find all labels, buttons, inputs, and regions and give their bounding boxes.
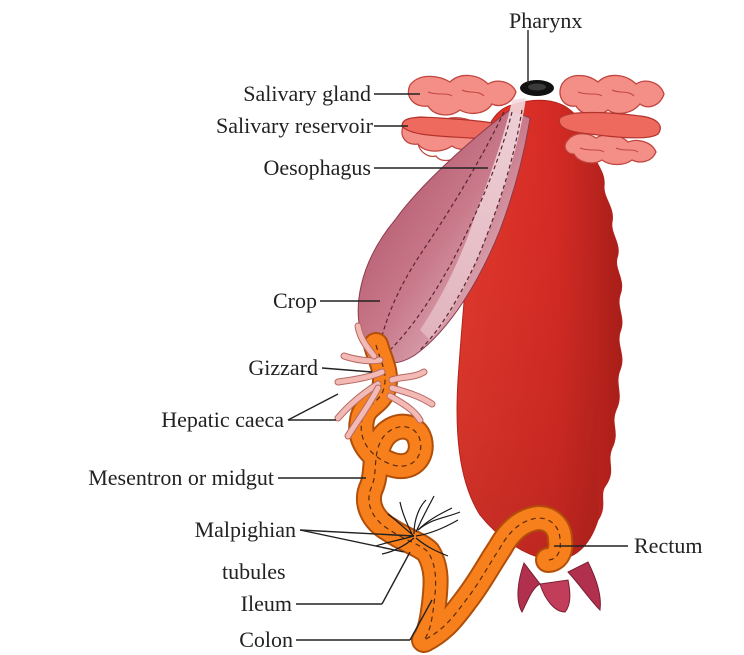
label-rectum: Rectum (634, 533, 702, 558)
label-pharynx: Pharynx (509, 8, 582, 33)
label-salivary-gland: Salivary gland (243, 81, 371, 106)
label-mesentron: Mesentron or midgut (88, 465, 274, 490)
label-ileum: Ileum (241, 591, 292, 616)
label-colon: Colon (239, 627, 293, 652)
label-crop: Crop (273, 288, 317, 313)
label-oesophagus: Oesophagus (263, 155, 371, 180)
label-hepatic-caeca: Hepatic caeca (161, 407, 284, 432)
leader-ileum-diag (382, 552, 410, 604)
label-malpighian-line1: Malpighian (195, 517, 296, 542)
leader-gizzard (322, 368, 372, 372)
label-gizzard: Gizzard (248, 355, 318, 380)
pharynx (520, 80, 554, 96)
label-malpighian-line2: tubules (222, 559, 286, 584)
label-salivary-reservoir: Salivary reservoir (216, 113, 374, 138)
leader-hepatic-caeca-1 (288, 394, 338, 420)
